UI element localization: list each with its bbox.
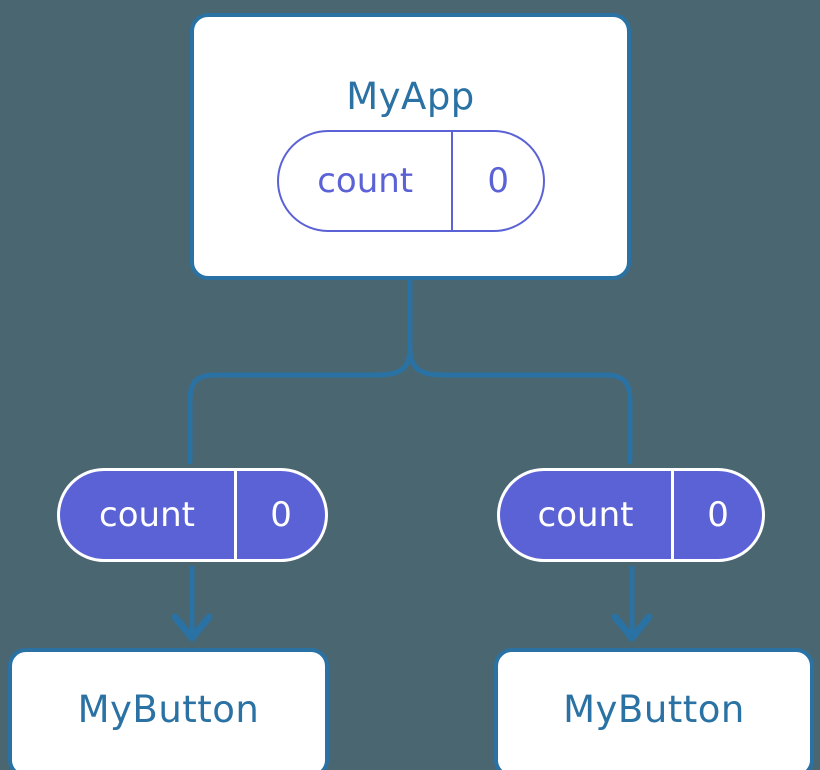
- prop-pill-value-right: 0: [671, 471, 762, 559]
- state-pill-count[interactable]: count 0: [277, 130, 545, 232]
- state-pill-value: 0: [451, 132, 543, 230]
- component-box-mybutton-right[interactable]: MyButton: [494, 648, 814, 770]
- arrow-head-left-icon: [171, 613, 213, 642]
- arrow-head-right-icon: [611, 613, 653, 642]
- prop-pill-count-right[interactable]: count 0: [497, 468, 765, 562]
- prop-pill-key-right: count: [537, 495, 634, 535]
- component-label-mybutton-right: MyButton: [563, 688, 745, 731]
- component-label-mybutton-left: MyButton: [77, 688, 260, 731]
- prop-pill-key-left: count: [99, 495, 195, 535]
- component-box-mybutton-left[interactable]: MyButton: [8, 648, 329, 770]
- prop-pill-value-left: 0: [234, 471, 325, 559]
- wire-branch-left: [187, 345, 413, 465]
- state-pill-key: count: [317, 161, 414, 201]
- component-label-myapp: MyApp: [346, 75, 475, 118]
- wire-branch-right: [407, 345, 633, 465]
- prop-pill-count-left[interactable]: count 0: [57, 468, 328, 562]
